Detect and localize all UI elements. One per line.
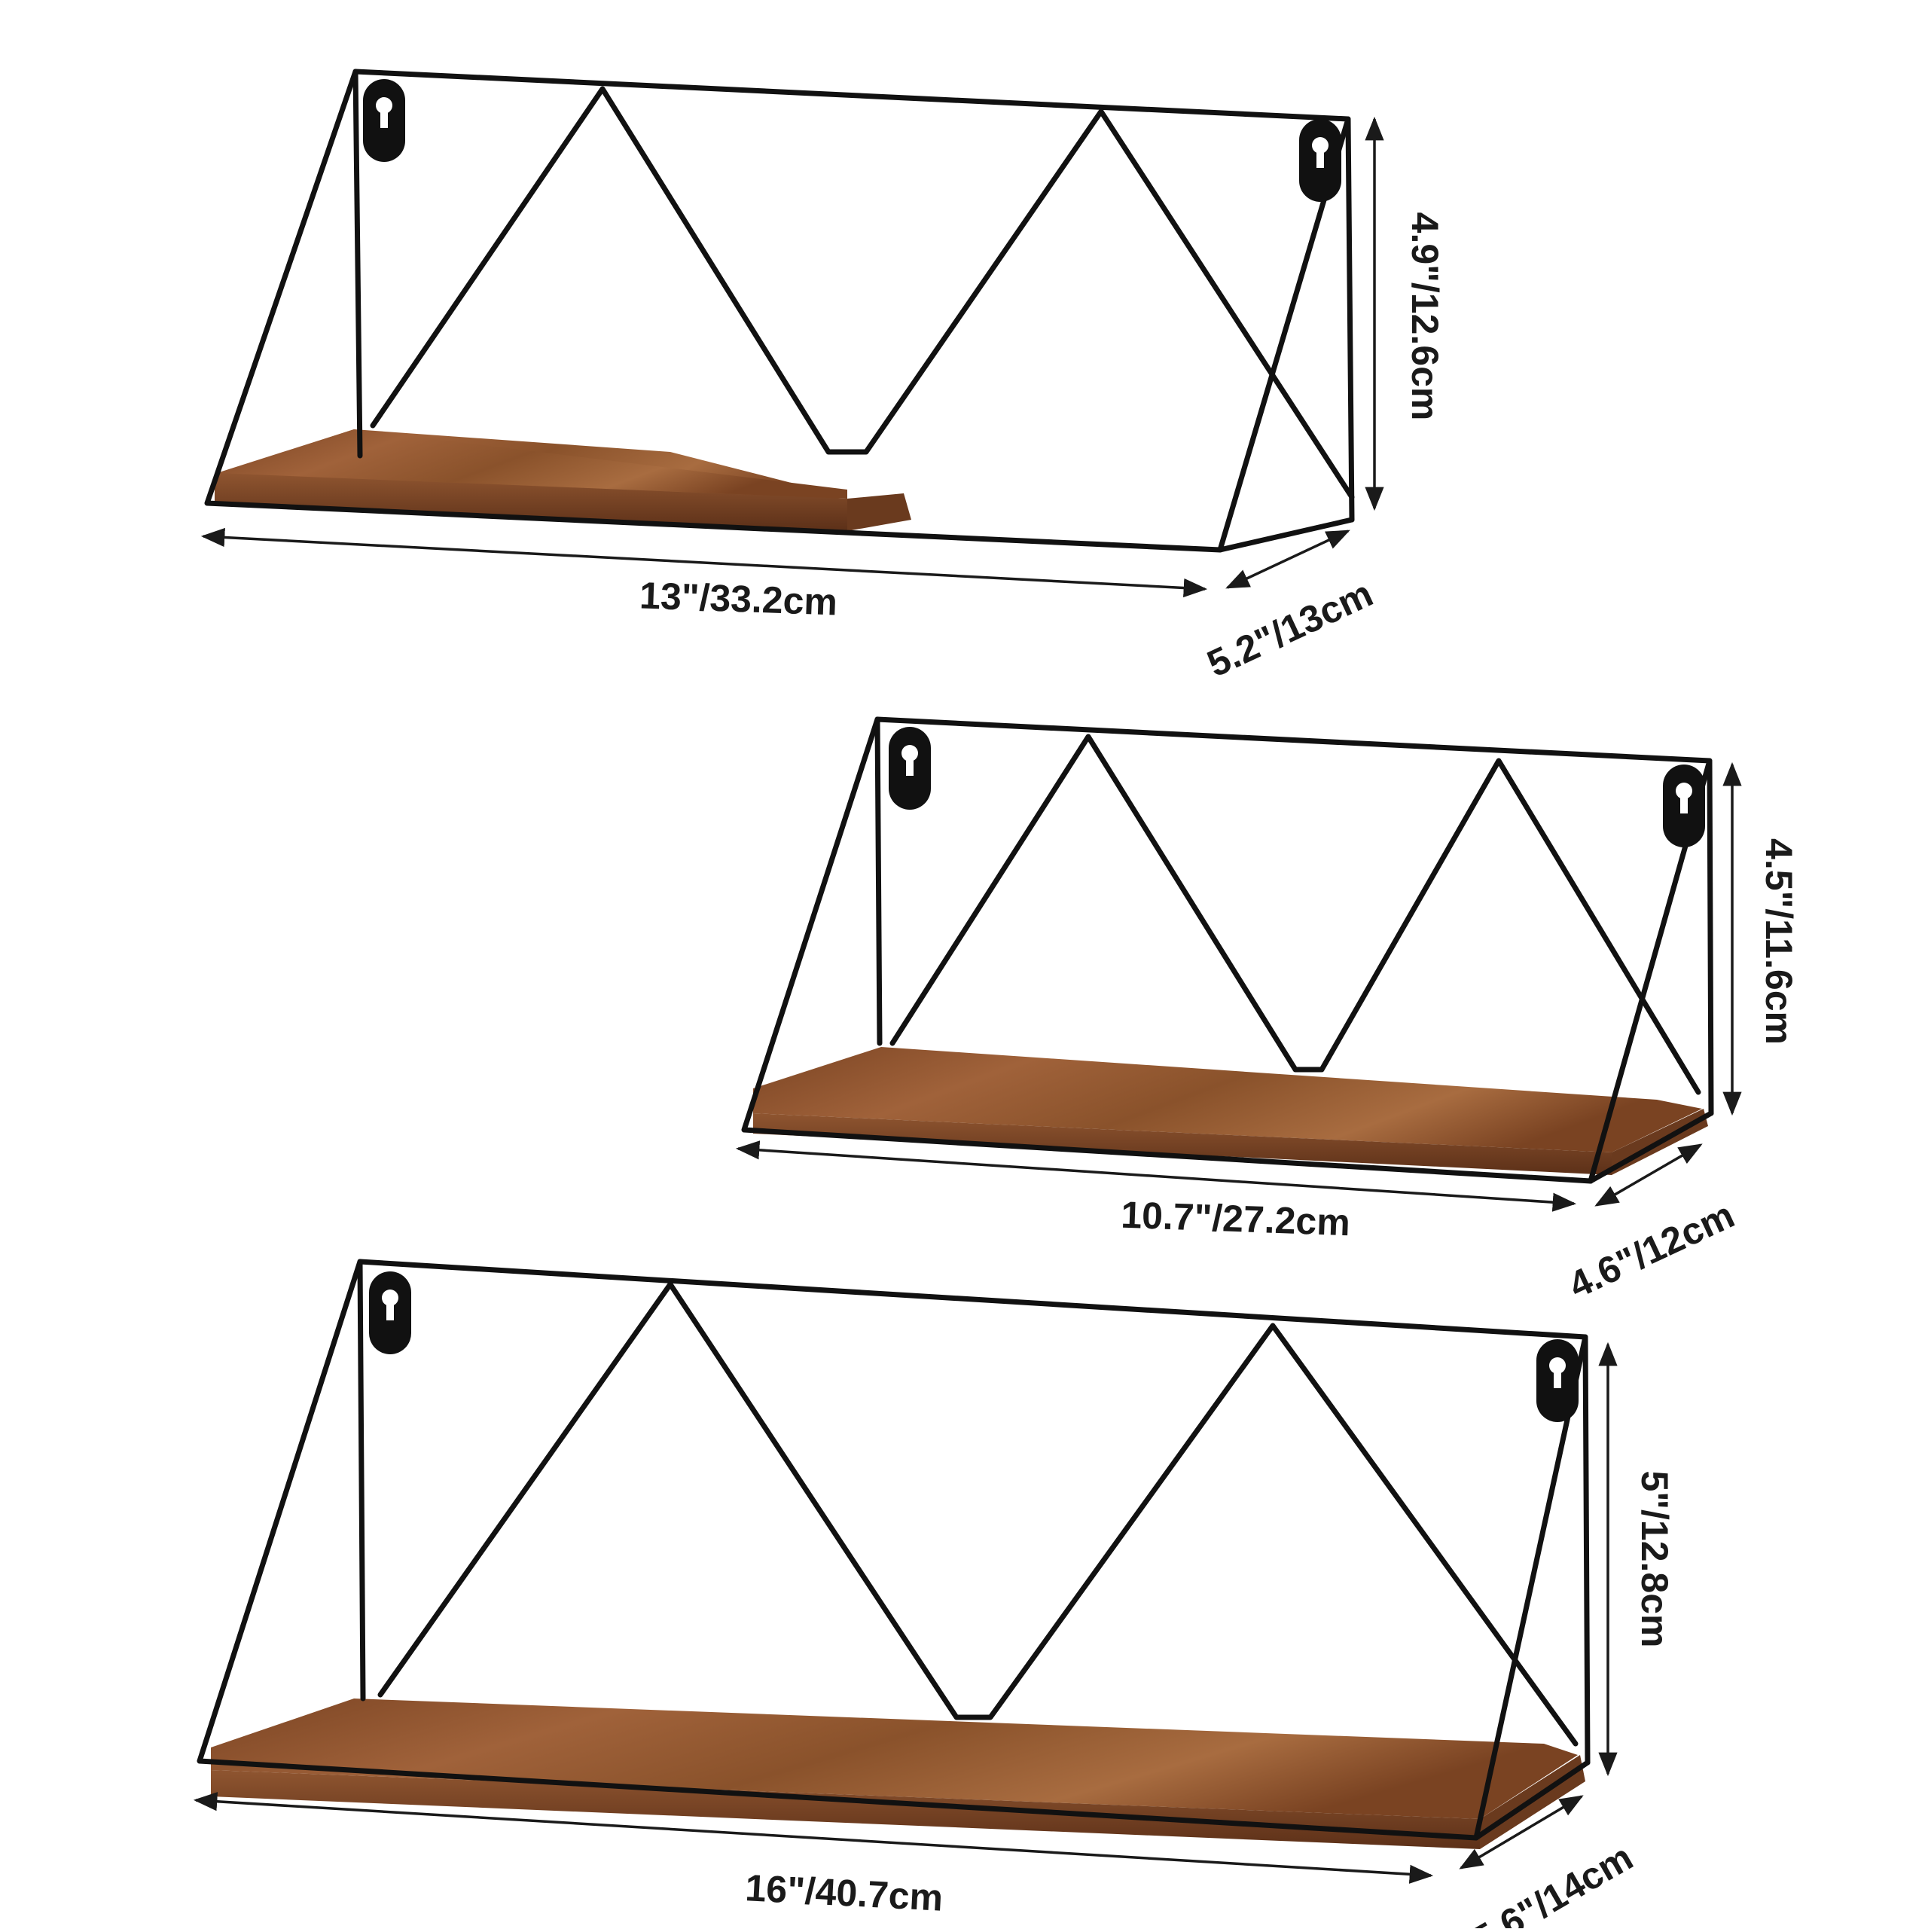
shelf-middle-depth-arrow — [1594, 1143, 1703, 1207]
shelf-middle-back-post-right — [1707, 758, 1714, 1116]
shelf-top: 13"/33.2cm 5.2"/13cm 4.9"/12.6cm — [200, 69, 1446, 685]
shelf-bottom-width-label: 16"/40.7cm — [744, 1866, 944, 1919]
shelf-top-back-post — [352, 69, 363, 459]
shelf-middle-keyhole-left — [889, 727, 931, 810]
shelf-bottom-depth-arrow — [1459, 1795, 1584, 1869]
shelf-top-keyhole-right — [1299, 119, 1341, 202]
shelf-bottom-height-label: 5"/12.8cm — [1634, 1471, 1676, 1648]
shelf-middle-width-arrow — [735, 1140, 1577, 1212]
shelf-middle-board-top — [753, 1047, 1702, 1152]
shelf-bottom: 16"/40.7cm 5.6"/14cm 5"/12.8cm — [193, 1259, 1676, 1932]
shelf-top-keyhole-left — [363, 79, 405, 162]
shelf-bottom-back-post-right — [1582, 1334, 1591, 1766]
shelf-top-board-top — [217, 429, 847, 499]
shelf-top-width-label: 13"/33.2cm — [639, 574, 838, 623]
shelf-middle-zigzag — [889, 734, 1701, 1095]
shelf-top-zigzag — [370, 86, 1355, 500]
shelf-bottom-keyhole-left — [369, 1271, 411, 1354]
shelf-middle-back-post — [874, 716, 883, 1046]
shelf-top-board-side — [847, 493, 911, 531]
shelf-bottom-keyhole-right — [1536, 1339, 1579, 1422]
shelf-top-board-front — [215, 473, 847, 531]
shelf-top-width-arrow — [200, 527, 1208, 598]
shelf-middle-height-label: 4.5"/11.6cm — [1758, 838, 1800, 1045]
shelf-bottom-back-post — [357, 1259, 366, 1702]
shelf-top-depth-arrow — [1225, 530, 1350, 589]
shelf-top-bottom-bar — [1217, 517, 1355, 553]
shelf-bottom-zigzag — [377, 1281, 1579, 1747]
shelf-middle-keyhole-right — [1663, 765, 1705, 847]
shelf-middle-width-label: 10.7"/27.2cm — [1120, 1194, 1350, 1244]
shelf-top-back-post-right — [1345, 116, 1355, 523]
shelf-bottom-width-arrow — [193, 1792, 1434, 1884]
shelf-bottom-board-top — [211, 1699, 1578, 1819]
shelf-top-depth-label: 5.2"/13cm — [1200, 572, 1379, 685]
shelf-top-height-label: 4.9"/12.6cm — [1404, 212, 1446, 421]
shelf-middle-depth-label: 4.6"/12cm — [1562, 1194, 1740, 1307]
shelf-middle: 10.7"/27.2cm 4.6"/12cm 4.5"/11.6cm — [735, 716, 1800, 1307]
